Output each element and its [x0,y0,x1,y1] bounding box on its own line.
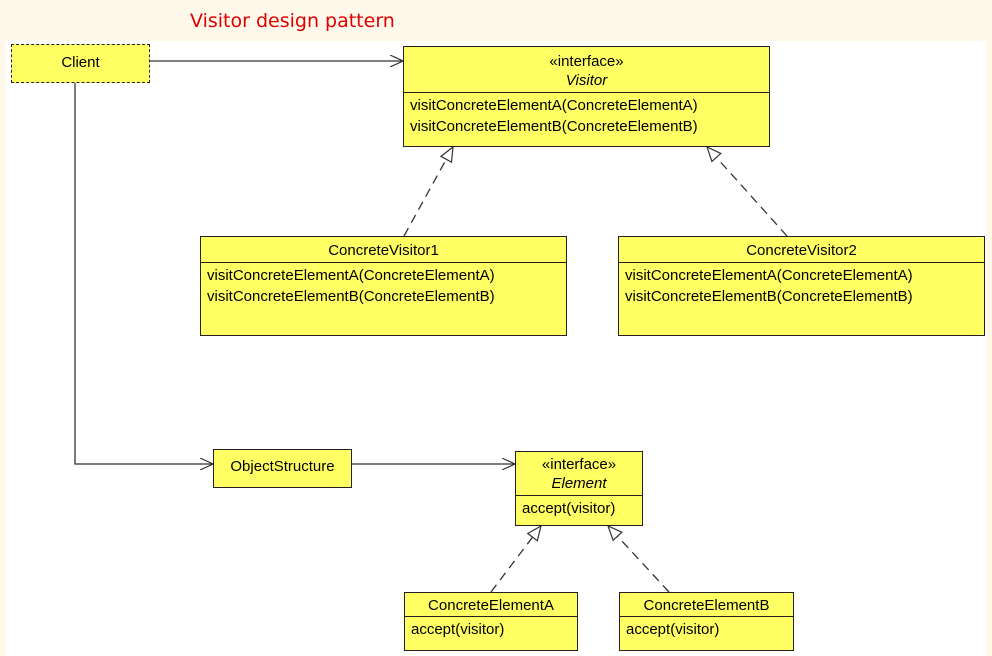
concrete-visitor2-class[interactable]: ConcreteVisitor2 visitConcreteElementA(C… [618,236,985,336]
client-class[interactable]: Client [11,44,150,83]
realization-concretevisitor1-visitor [403,147,453,237]
object-structure-class[interactable]: ObjectStructure [213,449,352,488]
concrete-visitor1-op: visitConcreteElementA(ConcreteElementA) [207,267,495,284]
realization-concreteelementa-element [490,526,541,593]
concrete-visitor1-op: visitConcreteElementB(ConcreteElementB) [207,288,495,305]
realization-concretevisitor2-visitor [707,147,788,237]
visitor-op: visitConcreteElementB(ConcreteElementB) [410,118,698,135]
concrete-element-a-name: ConcreteElementA [428,597,554,614]
visitor-stereotype: «interface» [549,53,624,70]
element-interface[interactable]: «interface» Element accept(visitor) [515,451,643,526]
association-client-objectstructure [74,83,213,464]
concrete-element-b-class[interactable]: ConcreteElementB accept(visitor) [619,592,794,651]
concrete-visitor2-name: ConcreteVisitor2 [746,242,857,259]
element-name: Element [551,475,607,492]
realization-concreteelementb-element [608,526,670,593]
element-op: accept(visitor) [522,500,616,517]
element-stereotype: «interface» [541,456,617,473]
concrete-visitor1-class[interactable]: ConcreteVisitor1 visitConcreteElementA(C… [200,236,567,336]
concrete-element-b-name: ConcreteElementB [643,597,770,614]
concrete-visitor2-op: visitConcreteElementB(ConcreteElementB) [625,288,913,305]
concrete-visitor1-name: ConcreteVisitor1 [328,242,439,259]
visitor-name: Visitor [565,72,608,89]
visitor-op: visitConcreteElementA(ConcreteElementA) [410,97,698,114]
concrete-element-b-op: accept(visitor) [626,621,720,638]
visitor-interface[interactable]: «interface» Visitor visitConcreteElement… [403,46,770,147]
concrete-element-a-op: accept(visitor) [411,621,505,638]
concrete-element-a-class[interactable]: ConcreteElementA accept(visitor) [404,592,578,651]
client-class-name: Client [61,54,100,71]
concrete-visitor2-op: visitConcreteElementA(ConcreteElementA) [625,267,913,284]
object-structure-name: ObjectStructure [230,458,335,475]
diagram-title: Visitor design pattern [190,10,395,32]
